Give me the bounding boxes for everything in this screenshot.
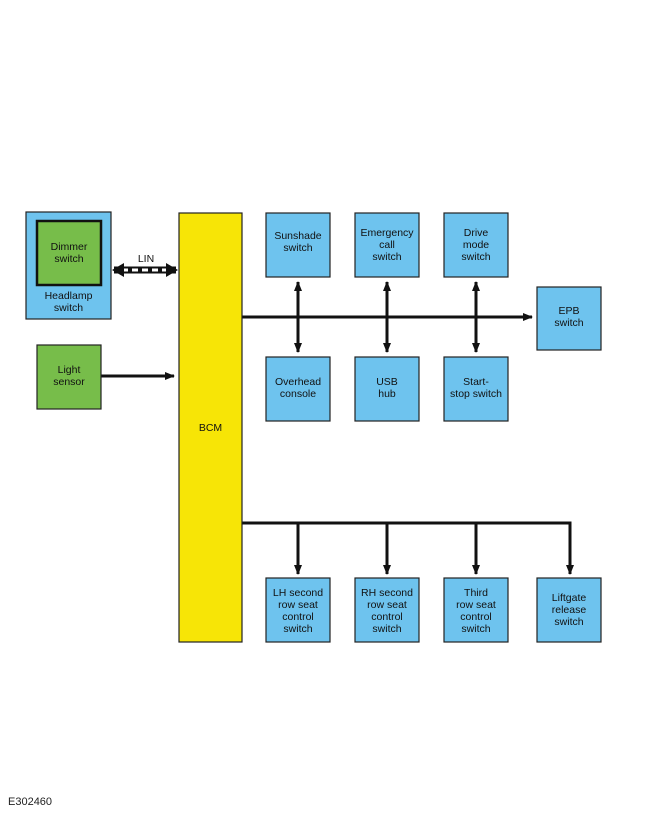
label-line: LH second — [273, 587, 323, 599]
label-line: switch — [54, 302, 83, 314]
label-line: EPB — [558, 305, 579, 317]
label-line: Headlamp — [45, 290, 93, 302]
label-line: Start- — [463, 376, 489, 388]
label-line: Overhead — [275, 376, 321, 388]
label-line: Liftgate — [552, 592, 587, 604]
label-line: row seat — [367, 599, 407, 611]
start-stop-switch: Start-stop switch — [443, 356, 509, 422]
connectors — [101, 281, 574, 575]
label-line: switch — [554, 317, 583, 329]
label-line: Dimmer — [51, 241, 88, 253]
label-line: row seat — [456, 599, 496, 611]
label-line: Drive — [464, 227, 489, 239]
label-line: hub — [378, 388, 396, 400]
label-line: USB — [376, 376, 398, 388]
figure-reference: E302460 — [8, 796, 53, 808]
label-line: console — [280, 388, 316, 400]
label-line: Sunshade — [274, 230, 321, 242]
lin-link: LIN — [112, 253, 178, 277]
label-line: switch — [283, 242, 312, 254]
bcm-module: BCM — [178, 212, 243, 643]
label-line: Third — [464, 587, 488, 599]
label-line: switch — [372, 623, 401, 635]
label-line: release — [552, 604, 587, 616]
label-line: Emergency — [360, 227, 414, 239]
label-line: switch — [461, 623, 490, 635]
label-line: mode — [463, 239, 489, 251]
label-line: row seat — [278, 599, 318, 611]
start-stop-switch-label: Start-stop switch — [450, 376, 502, 400]
label-line: Light — [58, 364, 81, 376]
label-line: stop switch — [450, 388, 502, 400]
label-line: RH second — [361, 587, 413, 599]
lower-bus-line — [242, 521, 574, 575]
label-line: switch — [461, 251, 490, 263]
label-line: switch — [54, 253, 83, 265]
label-line: sensor — [53, 376, 85, 388]
label-line: switch — [372, 251, 401, 263]
label-line: control — [460, 611, 492, 623]
label-line: call — [379, 239, 395, 251]
lin-label: LIN — [138, 253, 154, 265]
label-line: control — [282, 611, 314, 623]
label-line: control — [371, 611, 403, 623]
bcm-label: BCM — [199, 422, 222, 434]
label-line: switch — [283, 623, 312, 635]
label-line: switch — [554, 616, 583, 628]
